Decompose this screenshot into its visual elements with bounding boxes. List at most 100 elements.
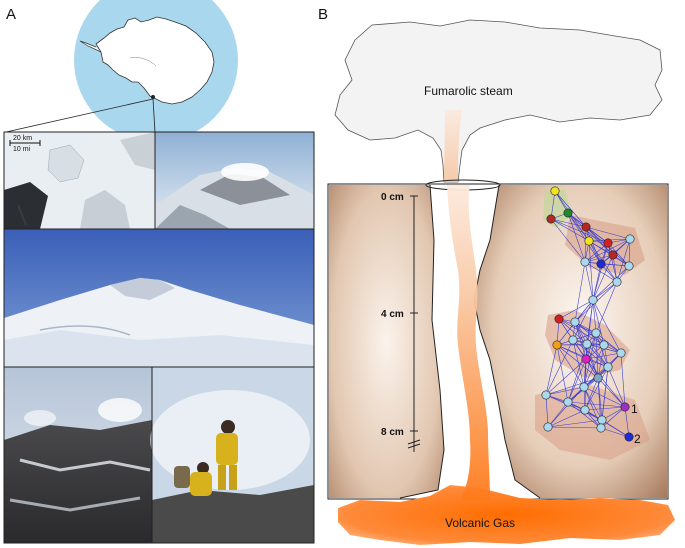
- network-edge: [556, 344, 609, 368]
- network-node: [584, 236, 594, 246]
- network-node: [568, 335, 578, 345]
- network-edge: [567, 401, 626, 408]
- network-edge: [567, 212, 602, 265]
- network-edge: [574, 261, 586, 323]
- network-edge: [620, 352, 626, 408]
- network-edge: [585, 226, 631, 240]
- network-node: [620, 402, 630, 412]
- network-node: [596, 423, 606, 433]
- network-edge: [584, 261, 594, 301]
- satellite-photo: 20 km 10 mi: [4, 132, 155, 229]
- network-node: [552, 340, 562, 350]
- network-edge: [584, 406, 626, 411]
- steam-label: Fumarolic steam: [424, 84, 513, 98]
- network-node: [581, 222, 591, 232]
- network-edge: [584, 377, 599, 411]
- network-edge: [545, 358, 587, 396]
- network-node: [563, 208, 573, 218]
- steam-cloud: [334, 19, 663, 183]
- network-node: [599, 340, 609, 350]
- microbial-network: 1 2: [535, 186, 650, 460]
- network-edge: [607, 366, 626, 408]
- network-edge: [597, 377, 626, 408]
- network-edge: [572, 299, 594, 341]
- network-node: [593, 373, 603, 383]
- erebus-location-marker: [151, 95, 155, 99]
- network-edge: [572, 339, 609, 368]
- mountain-panorama-photo: [4, 229, 314, 367]
- network-node: [597, 415, 607, 425]
- network-edge: [567, 343, 588, 403]
- network-edge: [567, 358, 587, 403]
- node-label-1: 1: [631, 402, 638, 416]
- left-rock-mass: [329, 185, 444, 498]
- network-node: [550, 186, 560, 196]
- network-edge: [584, 226, 587, 263]
- network-node: [543, 422, 553, 432]
- network-edge: [584, 242, 609, 263]
- network-node: [580, 405, 590, 415]
- network-edge: [585, 226, 614, 256]
- network-edge: [612, 254, 618, 283]
- network-edge: [550, 190, 556, 220]
- network-edge: [554, 190, 587, 228]
- network-edge: [547, 426, 602, 429]
- antarctica-landmass: [95, 16, 215, 105]
- gas-label: Volcanic Gas: [445, 516, 515, 530]
- map-scalebar: 20 km 10 mi: [9, 135, 41, 153]
- network-node: [616, 348, 626, 358]
- network-edge: [592, 265, 630, 301]
- network-edge: [624, 406, 630, 438]
- depth-tick-8: 8 cm: [381, 427, 404, 438]
- network-node: [603, 362, 613, 372]
- network-node: [554, 314, 564, 324]
- network-edge: [556, 344, 569, 403]
- network-node: [570, 317, 580, 327]
- network-node: [579, 382, 589, 392]
- node-label-2: 2: [634, 432, 641, 446]
- researchers-photo: [150, 367, 314, 543]
- network-edge: [584, 261, 618, 283]
- network-edge: [601, 419, 630, 438]
- network-edge: [600, 427, 630, 438]
- network-edge: [550, 218, 586, 263]
- network-edge: [574, 321, 622, 354]
- network-edge: [595, 332, 609, 368]
- network-node: [581, 354, 591, 364]
- network-edge: [585, 352, 622, 360]
- network-edge: [567, 212, 614, 256]
- network-edge: [595, 281, 618, 334]
- scalebar-mi: 10 mi: [13, 146, 31, 153]
- network-edge: [592, 263, 602, 301]
- network-edge: [595, 332, 599, 379]
- network-edge: [584, 366, 609, 411]
- network-node: [596, 259, 606, 269]
- network-node: [580, 257, 590, 267]
- network-node: [624, 261, 634, 271]
- network-node: [546, 214, 556, 224]
- network-node: [563, 397, 573, 407]
- scalebar-km: 20 km: [13, 135, 32, 142]
- network-edge: [567, 401, 602, 429]
- network-edge: [572, 339, 585, 388]
- network-node: [625, 234, 635, 244]
- network-edge: [584, 238, 631, 263]
- network-edge: [547, 419, 603, 428]
- network-edge: [616, 238, 631, 283]
- panel-b-letter: B: [318, 6, 329, 23]
- network-edge: [586, 343, 609, 368]
- network-node: [582, 339, 592, 349]
- network-node: [541, 390, 551, 400]
- network-edge: [545, 394, 549, 428]
- network-node: [591, 328, 601, 338]
- network-edge: [547, 409, 586, 428]
- network-edge: [545, 377, 599, 396]
- depth-tick-4: 4 cm: [381, 309, 404, 320]
- panel-a-letter: A: [6, 6, 17, 23]
- network-edge: [592, 299, 597, 334]
- network-edge: [585, 358, 626, 408]
- network-edge: [592, 299, 605, 346]
- network-node: [603, 238, 613, 248]
